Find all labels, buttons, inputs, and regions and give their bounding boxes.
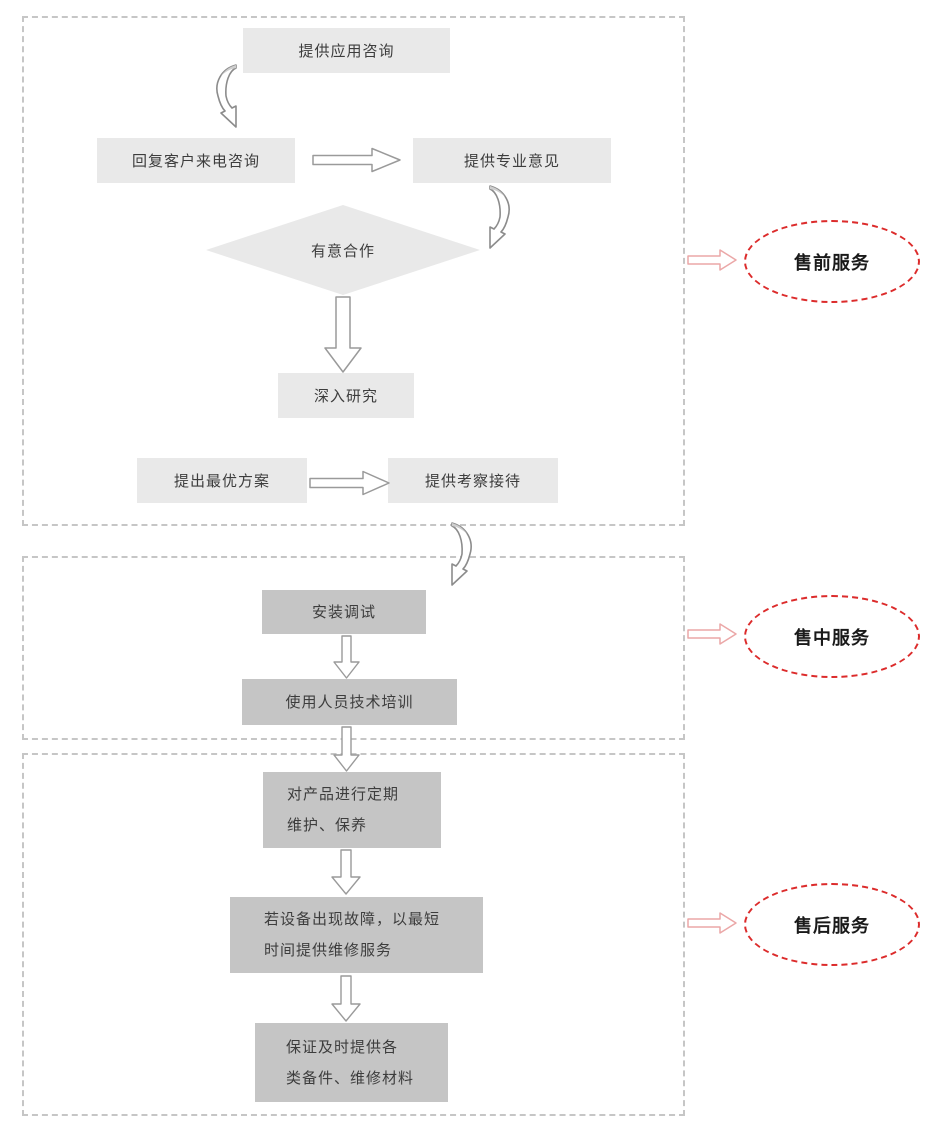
node-pro-advice: 提供专业意见	[413, 138, 611, 183]
pink-right-arrow-icon	[687, 621, 738, 647]
node-staff-training: 使用人员技术培训	[242, 679, 457, 725]
node-regular-maintenance-line2: 维护、保养	[287, 816, 368, 834]
curved-arrow-icon	[210, 63, 246, 129]
node-spare-parts-line1: 保证及时提供各	[286, 1037, 399, 1056]
node-spare-parts-line2: 类备件、维修材料	[286, 1068, 415, 1087]
right-arrow-icon	[309, 470, 391, 496]
presale-badge: 售前服务	[744, 220, 920, 303]
pink-right-arrow-icon	[687, 910, 738, 936]
pink-right-arrow-icon	[687, 247, 738, 273]
node-fast-repair-line1: 若设备出现故障，以最短	[264, 910, 441, 928]
down-arrow-icon	[331, 849, 361, 895]
node-spare-parts: 保证及时提供各 类备件、维修材料	[255, 1023, 448, 1102]
node-install-debug: 安装调试	[262, 590, 426, 634]
presale-section-frame	[22, 16, 685, 526]
down-arrow-icon	[324, 296, 362, 373]
down-arrow-icon	[333, 635, 360, 679]
aftersale-badge: 售后服务	[744, 883, 920, 966]
node-visit-reception: 提供考察接待	[388, 458, 558, 503]
node-fast-repair: 若设备出现故障，以最短 时间提供维修服务	[230, 897, 483, 973]
down-arrow-icon	[333, 726, 360, 772]
node-regular-maintenance-line1: 对产品进行定期	[287, 785, 400, 803]
aftersale-section-frame	[22, 753, 685, 1116]
curved-arrow-icon	[443, 521, 477, 587]
curved-arrow-icon	[481, 184, 515, 250]
node-regular-maintenance: 对产品进行定期 维护、保养	[263, 772, 441, 848]
down-arrow-icon	[331, 975, 361, 1022]
midsale-section-frame	[22, 556, 685, 740]
midsale-badge: 售中服务	[744, 595, 920, 678]
node-best-plan: 提出最优方案	[137, 458, 307, 503]
node-deep-research: 深入研究	[278, 373, 414, 418]
node-fast-repair-line2: 时间提供维修服务	[264, 941, 393, 959]
node-reply-call: 回复客户来电咨询	[97, 138, 295, 183]
node-app-consult: 提供应用咨询	[243, 28, 450, 73]
right-arrow-icon	[312, 147, 402, 173]
